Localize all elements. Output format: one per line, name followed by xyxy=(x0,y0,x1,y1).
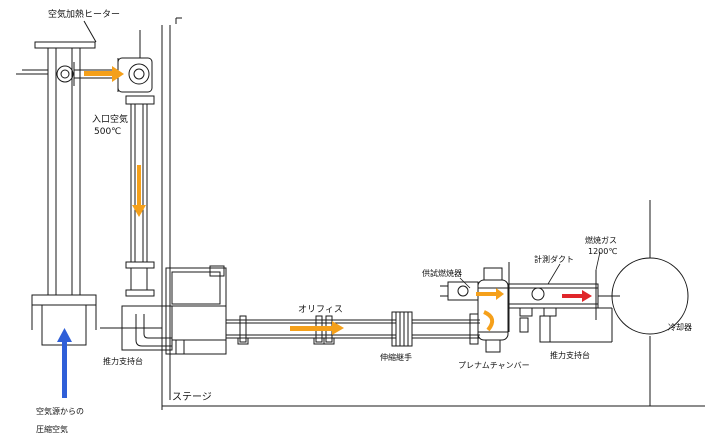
label-compressed-air-1: 空気源からの xyxy=(36,406,84,416)
left-support-block xyxy=(121,265,227,355)
label-orifice: オリフィス xyxy=(298,304,343,315)
label-gas-temp: 1200℃ xyxy=(588,247,617,256)
gas-arrow xyxy=(562,290,592,302)
label-thrust-support-right: 推力支持台 xyxy=(550,350,590,360)
combustor-duct xyxy=(507,262,620,343)
labels: 空気加熱ヒーター 入口空気 500℃ 推力支持台 空気源からの 圧縮空気 オリフ… xyxy=(36,8,692,434)
label-inlet-air: 入口空気 xyxy=(92,113,128,125)
label-inlet-temp: 500℃ xyxy=(94,127,121,137)
leader-lines xyxy=(459,251,601,289)
right-support xyxy=(548,200,651,406)
expansion-joint xyxy=(391,311,480,347)
cold-air-arrow xyxy=(57,328,72,398)
label-test-combustor: 供試燃焼器 xyxy=(422,268,462,278)
air-heater xyxy=(16,20,118,346)
label-cooler: 冷却器 xyxy=(668,322,692,332)
stage-frame xyxy=(100,17,705,410)
label-measurement-duct: 計測ダクト xyxy=(534,254,574,264)
label-heater: 空気加熱ヒーター xyxy=(48,8,120,20)
label-combustion-gas: 燃焼ガス xyxy=(585,235,617,245)
label-stage: ステージ xyxy=(172,392,212,403)
cooler xyxy=(611,257,689,335)
label-compressed-air-2: 圧縮空気 xyxy=(36,424,68,434)
plenum-chamber xyxy=(440,267,509,353)
inlet-riser xyxy=(117,30,155,297)
label-plenum-chamber: プレナムチャンバー xyxy=(458,361,530,370)
label-thrust-support-left: 推力支持台 xyxy=(103,356,143,366)
hot-air-arrows xyxy=(84,66,504,335)
label-expansion-joint: 伸縮継手 xyxy=(380,352,412,362)
